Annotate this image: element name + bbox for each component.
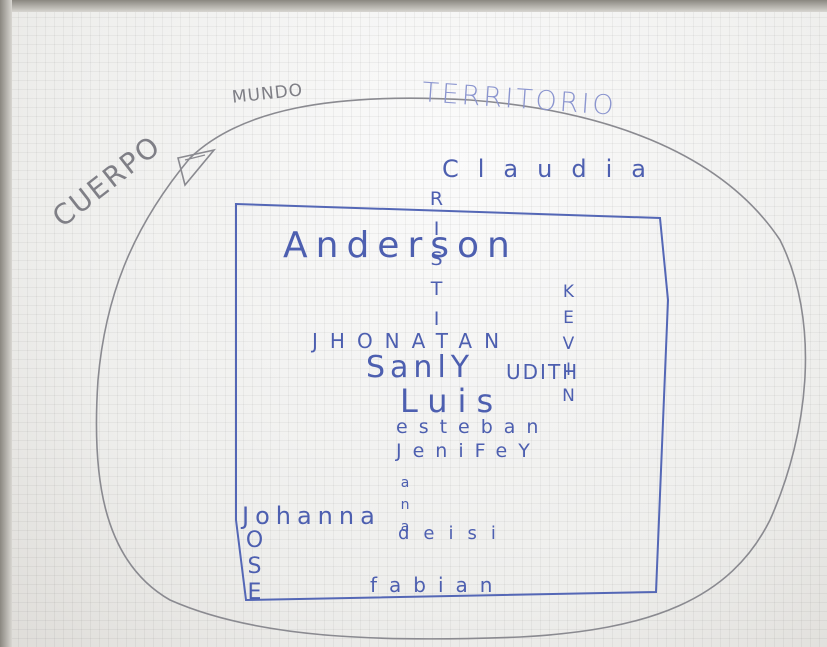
kevin-letters: KEVIN	[558, 282, 579, 412]
name-jenifer: JeniFeY	[396, 440, 541, 462]
outer-boundary-line	[95, 97, 807, 640]
name-claudia: Claudia	[442, 155, 665, 183]
name-deisi: deisi	[398, 523, 510, 544]
name-jose-vertical: OSE	[242, 528, 267, 606]
name-fabian: fabian	[370, 573, 505, 597]
name-sanly: SanlY	[366, 350, 475, 385]
name-cristian-vertical: RISTI	[426, 188, 448, 338]
jose-letters: OSE	[242, 528, 267, 606]
vertical-letters: RISTI	[425, 188, 448, 338]
column-extra-letters: ana	[397, 475, 413, 541]
triangle-mark-inner	[184, 154, 206, 161]
name-anderson: Anderson	[283, 225, 518, 266]
triangle-mark	[177, 148, 217, 187]
name-johanna: Johanna	[242, 502, 381, 530]
board-frame-left	[0, 0, 12, 647]
name-yudith: UDITH	[506, 360, 580, 384]
board-frame-top	[0, 0, 827, 12]
name-esteban: esteban	[396, 416, 550, 438]
name-column-extra: ana	[397, 475, 413, 541]
name-jhonatan: JHONATAN	[312, 329, 512, 353]
name-luis: Luis	[400, 382, 504, 420]
territory-box	[235, 202, 670, 602]
name-kevin-vertical: KEVIN	[558, 282, 579, 412]
